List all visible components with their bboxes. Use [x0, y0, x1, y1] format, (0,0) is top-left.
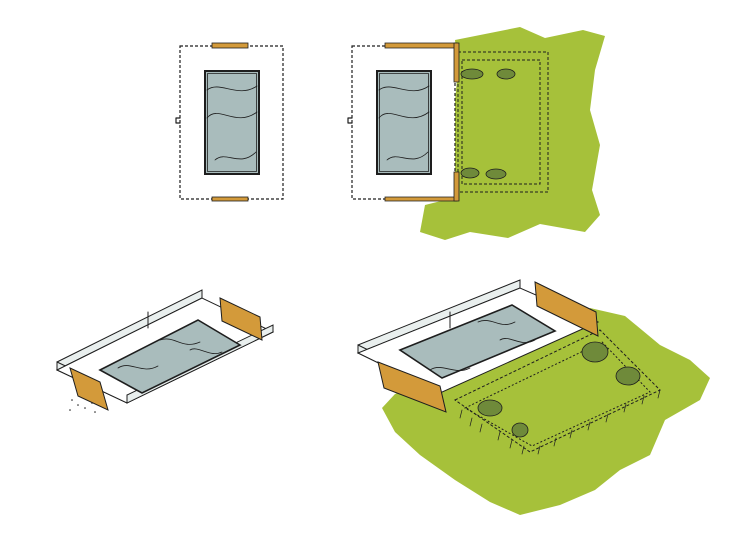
timber-wall — [453, 171, 460, 202]
timber-wall — [69, 367, 109, 411]
water-ripple — [206, 85, 258, 91]
garden-border-outer — [457, 51, 549, 193]
timber-wall-bottom — [211, 196, 249, 202]
axo-pool-with-garden — [356, 279, 710, 515]
lawn — [382, 308, 710, 515]
shrubs — [460, 68, 516, 180]
ground-hatching — [459, 389, 661, 455]
entry-notch — [175, 117, 181, 124]
plan-pool-enclosure — [175, 42, 284, 202]
plan-pool-with-garden — [347, 27, 605, 240]
timber-wall — [377, 361, 447, 413]
pool — [98, 319, 242, 394]
water-ripple — [206, 111, 258, 119]
garden-border-inner — [461, 59, 541, 185]
timber-wall — [384, 42, 458, 49]
timber-wall — [534, 281, 599, 337]
garden-border — [463, 341, 651, 447]
pool — [398, 304, 557, 379]
shrubs — [477, 341, 641, 438]
ground-stipple — [69, 399, 96, 413]
timber-wall — [219, 297, 263, 341]
axo-pool-enclosure — [55, 289, 275, 413]
water-ripple — [214, 151, 257, 161]
lawn — [420, 27, 605, 240]
pool — [376, 70, 432, 175]
timber-wall — [384, 196, 458, 202]
timber-wall-top — [211, 42, 249, 49]
pool — [204, 70, 260, 175]
timber-wall — [453, 42, 460, 83]
